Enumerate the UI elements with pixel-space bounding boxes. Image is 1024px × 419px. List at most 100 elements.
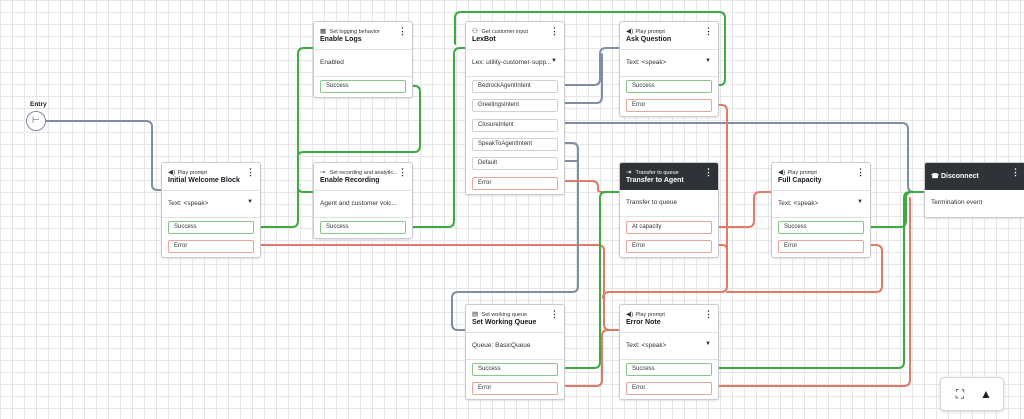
- block-summary: Agent and customer voic...: [314, 191, 412, 218]
- fit-to-screen-icon[interactable]: ⛶: [955, 387, 965, 401]
- summary-text: Enabled: [320, 59, 344, 66]
- block-summary: Text: <speak> ▼: [772, 191, 870, 218]
- block-title-text: Initial Welcome Block: [168, 177, 240, 184]
- branch-speaktoagentintent[interactable]: SpeakToAgentIntent: [472, 137, 558, 151]
- block-title-text: Disconnect: [940, 173, 979, 180]
- block-title-text: Ask Question: [626, 36, 672, 43]
- branch-bedrockagentintent[interactable]: BedrockAgentIntent: [472, 80, 558, 93]
- branch-success[interactable]: Success: [472, 363, 558, 376]
- summary-text: Transfer to queue: [626, 199, 678, 206]
- block-header[interactable]: ⊸ Set recording and analytic...Enable Re…: [314, 163, 412, 191]
- speaker-icon: ◀): [626, 311, 634, 318]
- entry-icon[interactable]: ⊢: [26, 111, 46, 131]
- branch-closureintent[interactable]: ClosureIntent: [472, 118, 558, 132]
- branch-success[interactable]: Success: [626, 80, 712, 93]
- chevron-down-icon[interactable]: ▼: [857, 199, 863, 205]
- chevron-down-icon[interactable]: ▼: [551, 58, 557, 64]
- branch-greetingsintent[interactable]: GreetingsIntent: [472, 99, 558, 113]
- branch-success[interactable]: Success: [320, 80, 406, 93]
- branch-success[interactable]: Success: [626, 363, 712, 376]
- wire-queue-success-to-transfer: [564, 191, 621, 369]
- more-options-icon[interactable]: ⋮: [398, 26, 407, 36]
- branch-default[interactable]: Default: [472, 157, 558, 171]
- chevron-down-icon[interactable]: ▼: [247, 199, 253, 205]
- branch-error[interactable]: Error: [778, 240, 864, 253]
- block-title-text: Enable Logs: [320, 36, 362, 43]
- block-title: Enable Recording: [320, 177, 380, 184]
- branch-error[interactable]: Error: [626, 240, 712, 253]
- wire-transfer-error-to-errornote: [717, 244, 728, 287]
- summary-text: Termination event: [931, 199, 983, 206]
- transfer-icon: ⇥: [626, 169, 632, 176]
- block-header[interactable]: ☎ Disconnect ⋮: [925, 163, 1024, 190]
- chevron-down-icon[interactable]: ▼: [705, 341, 711, 347]
- branch-error[interactable]: Error: [626, 99, 712, 112]
- disconnect-icon: ☎: [931, 173, 940, 180]
- more-options-icon[interactable]: ⋮: [704, 167, 713, 177]
- more-options-icon[interactable]: ⋮: [704, 26, 713, 36]
- block-type: ▤ Set working queue: [472, 310, 527, 318]
- block-title-text: LexBot: [472, 36, 496, 43]
- more-options-icon[interactable]: ⋮: [398, 167, 407, 177]
- block-type-label: Get customer input: [481, 29, 528, 35]
- block-disconnect[interactable]: ☎ Disconnect ⋮ Termination event: [924, 162, 1024, 218]
- more-options-icon[interactable]: ⋮: [1011, 167, 1020, 177]
- block-summary: Text: <speak>▼: [162, 191, 260, 218]
- branch-success[interactable]: Success: [168, 221, 254, 234]
- block-type-label: Play prompt: [787, 170, 817, 176]
- customer-input-icon: ⚇: [472, 28, 478, 35]
- more-options-icon[interactable]: ⋮: [246, 167, 255, 177]
- summary-text: Text: <speak>: [778, 200, 819, 207]
- wire-queue-error-to-errornote: [564, 329, 621, 387]
- more-options-icon[interactable]: ⋮: [856, 167, 865, 177]
- block-type: ◀) Play prompt: [778, 168, 817, 176]
- block-type-label: Play prompt: [635, 29, 665, 35]
- branch-error[interactable]: Error: [168, 240, 254, 253]
- chevron-down-icon[interactable]: ▼: [705, 58, 711, 64]
- more-options-icon[interactable]: ⋮: [704, 309, 713, 319]
- branch-success[interactable]: Success: [320, 221, 406, 234]
- summary-text: Queue: BasicQueue: [472, 342, 531, 349]
- summary-text: Agent and customer voic...: [320, 200, 397, 207]
- block-type-label: Play prompt: [177, 170, 207, 176]
- more-options-icon[interactable]: ⋮: [550, 309, 559, 319]
- block-type: ⚇ Get customer input: [472, 27, 528, 35]
- block-title: Full Capacity: [778, 177, 822, 184]
- triangle-up-icon[interactable]: ▲: [980, 387, 992, 401]
- block-type-label: Set working queue: [481, 312, 528, 318]
- branch-error[interactable]: Error: [472, 382, 558, 395]
- branch-error[interactable]: Error: [472, 176, 558, 190]
- block-type: ⇥ Transfer to queue: [626, 168, 679, 176]
- block-title: Transfer to Agent: [626, 177, 684, 184]
- block-title-text: Set Working Queue: [472, 319, 537, 326]
- branch-success[interactable]: Success: [778, 221, 864, 234]
- more-options-icon[interactable]: ⋮: [550, 26, 559, 36]
- wire-welcome-success-to-recording: [297, 155, 315, 193]
- block-enable-recording[interactable]: ⊸ Set recording and analytic...Enable Re…: [313, 162, 413, 239]
- wire-entry-to-welcome: [45, 120, 163, 191]
- entry-label: Entry: [30, 101, 47, 108]
- branch-error[interactable]: Error: [626, 382, 712, 395]
- block-type: ◀) Play prompt: [626, 27, 665, 35]
- branch-at-capacity[interactable]: At capacity: [626, 221, 712, 234]
- block-type: ◀) Play prompt: [626, 310, 665, 318]
- block-type: ▦ Set logging behavior: [320, 27, 380, 35]
- block-type-label: Set logging behavior: [329, 29, 380, 35]
